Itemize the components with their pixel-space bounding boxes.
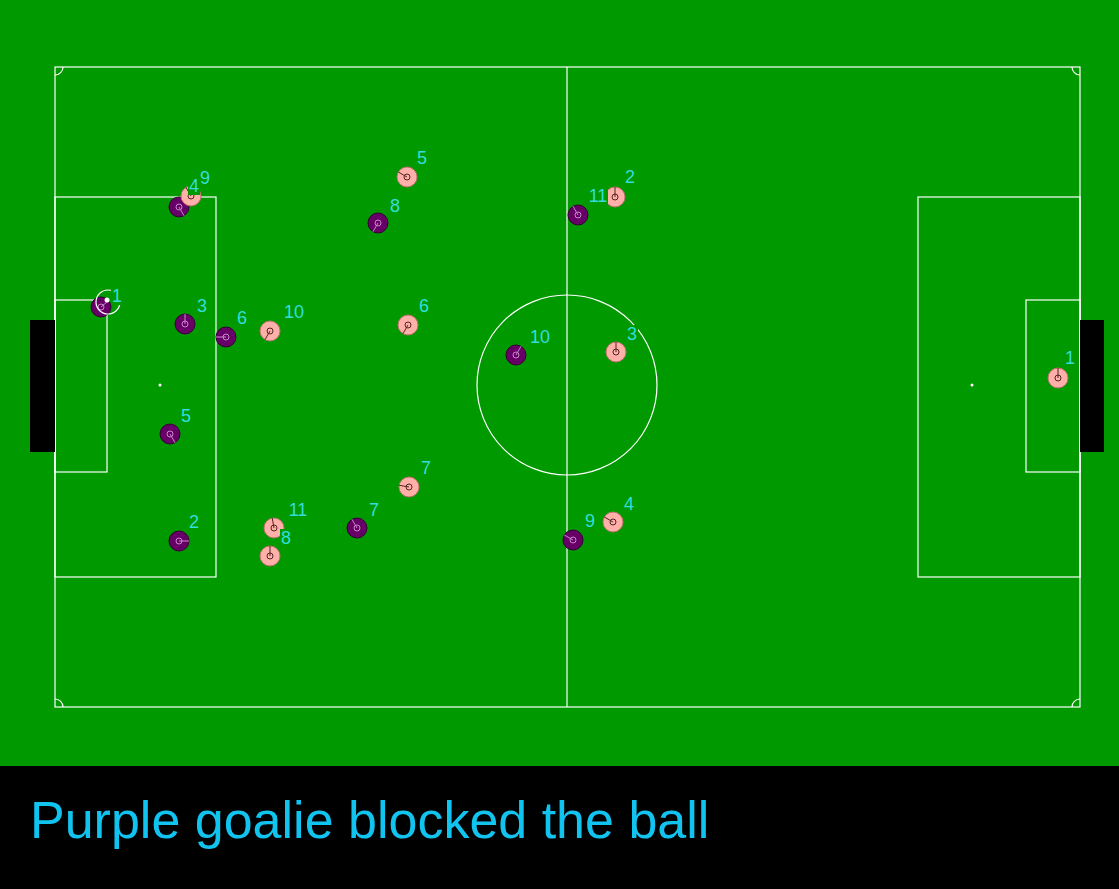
player-circle <box>260 546 280 566</box>
player-facing <box>564 535 573 540</box>
player-circle <box>397 167 417 187</box>
player-number: 11 <box>288 501 309 519</box>
player-facing <box>1058 368 1059 378</box>
player-number: 9 <box>584 512 596 530</box>
player-number: 6 <box>236 309 248 327</box>
player-circle <box>260 321 280 341</box>
player-number: 6 <box>418 297 430 315</box>
player-number: 1 <box>111 287 123 305</box>
player-facing <box>373 223 378 232</box>
player-circle <box>169 531 189 551</box>
player-number: 7 <box>368 501 380 519</box>
player-number: 5 <box>416 149 428 167</box>
player-circle <box>563 530 583 550</box>
player-facing <box>170 434 175 443</box>
player-number: 2 <box>188 513 200 531</box>
player-number: 1 <box>1064 349 1076 367</box>
player-number: 2 <box>624 168 636 186</box>
player-facing <box>185 314 186 324</box>
player-number: 4 <box>188 177 200 195</box>
player-number: 9 <box>199 169 211 187</box>
player-circle <box>347 518 367 538</box>
player-number: 8 <box>280 529 292 547</box>
player-number: 5 <box>180 407 192 425</box>
caption: Purple goalie blocked the ball <box>30 790 709 850</box>
player-facing <box>352 519 357 528</box>
player-circle <box>368 213 388 233</box>
player-number: 7 <box>420 459 432 477</box>
player-facing <box>399 485 409 487</box>
player-circle <box>216 327 236 347</box>
player-circle <box>399 477 419 497</box>
player-facing <box>179 541 189 542</box>
player-number: 10 <box>529 328 551 346</box>
player-facing <box>398 172 407 177</box>
player-facing <box>272 518 274 528</box>
player-number: 10 <box>283 303 305 321</box>
player-facing <box>265 331 270 340</box>
player-facing <box>573 206 578 215</box>
player-facing <box>604 517 613 522</box>
player-circle <box>160 424 180 444</box>
player-facing <box>403 325 408 334</box>
player-facing <box>179 207 184 216</box>
player-facing <box>516 346 521 355</box>
player-circle <box>606 342 626 362</box>
player-number: 8 <box>389 197 401 215</box>
player-number: 3 <box>196 297 208 315</box>
player-number: 3 <box>626 325 638 343</box>
player-circle <box>568 205 588 225</box>
player-circle <box>506 345 526 365</box>
player-facing <box>216 337 226 338</box>
player-facing <box>616 342 617 352</box>
player-facing <box>270 546 271 556</box>
player-facing <box>615 187 616 197</box>
player-number: 11 <box>588 187 609 205</box>
player-circle <box>175 314 195 334</box>
player-circle <box>398 315 418 335</box>
player-circle <box>603 512 623 532</box>
player-circle <box>1048 368 1068 388</box>
player-number: 4 <box>623 495 635 513</box>
